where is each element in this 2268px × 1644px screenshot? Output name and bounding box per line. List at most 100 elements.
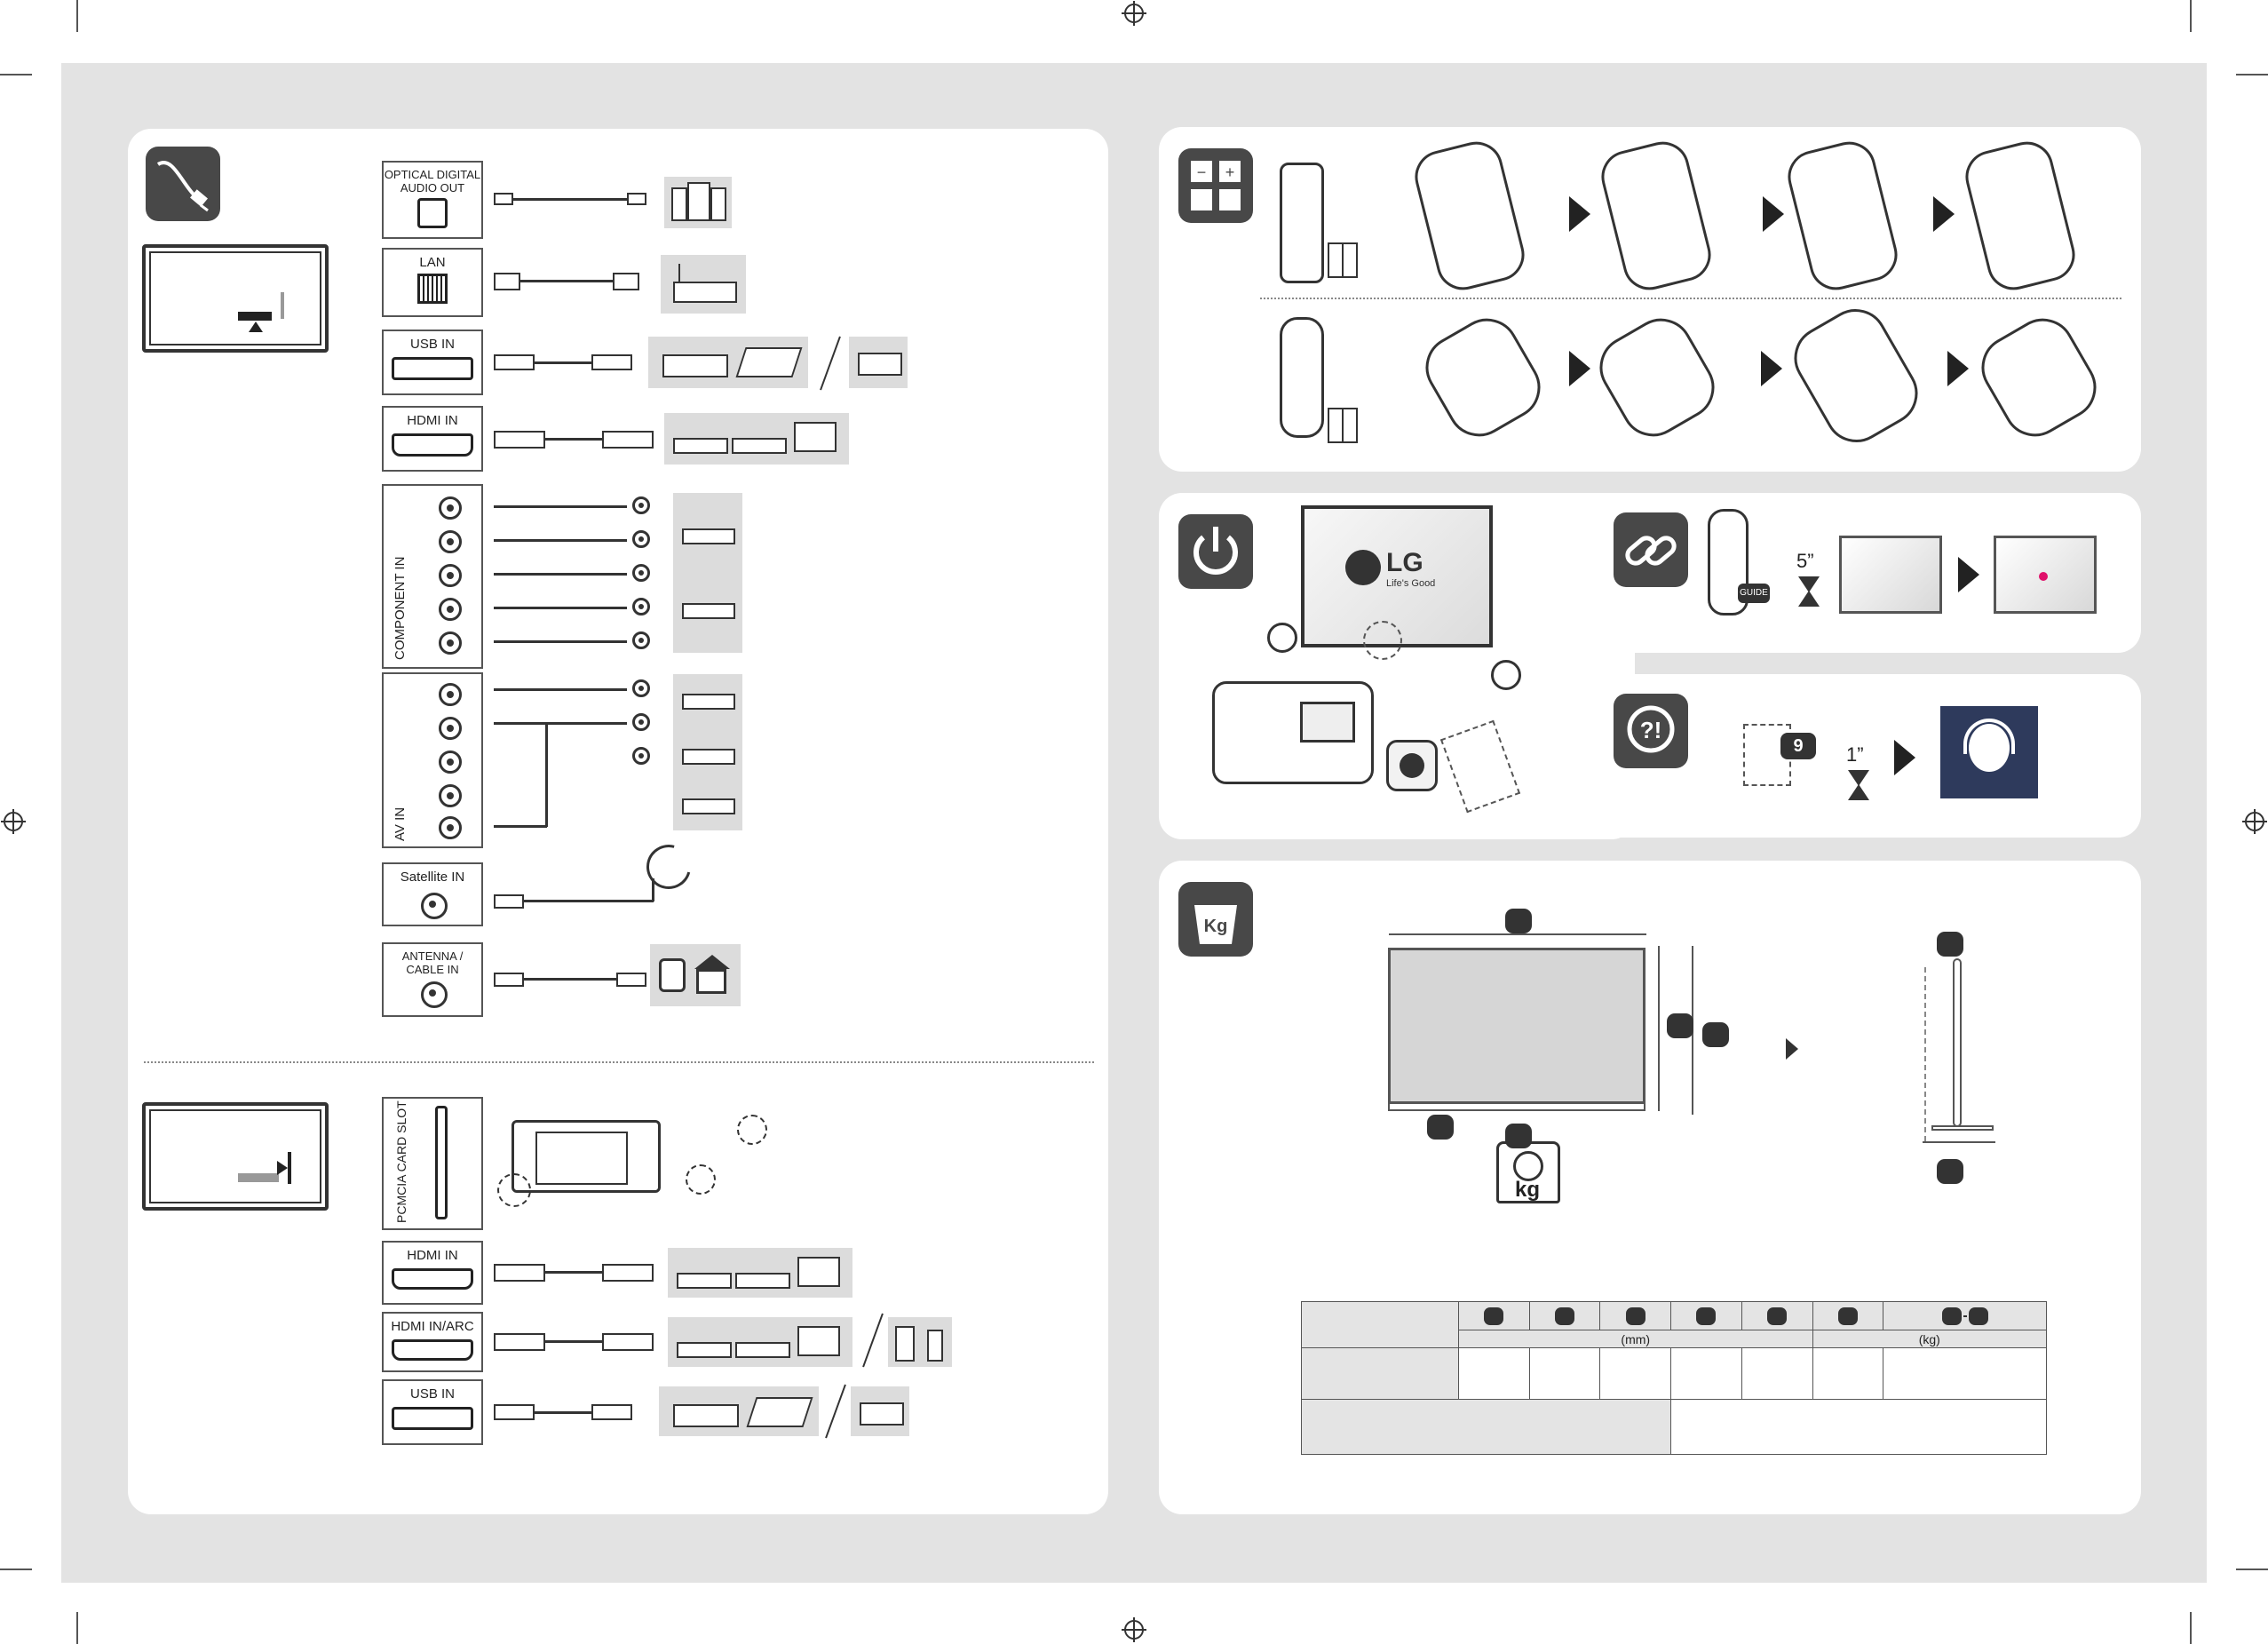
usb-storage-devices <box>648 337 808 388</box>
ethernet-plug-icon <box>613 273 639 290</box>
dvd-player-icon <box>732 438 787 454</box>
vcr-icon <box>682 749 735 765</box>
port-label: OPTICAL DIGITAL AUDIO OUT <box>384 168 481 195</box>
registration-mark-icon <box>1122 1 1146 26</box>
hdmi-cable <box>545 438 602 441</box>
rca-jack-icon <box>439 683 462 706</box>
crop-mark <box>76 1612 78 1644</box>
svg-text:Kg: Kg <box>1204 917 1228 936</box>
coax-plug-icon <box>494 973 524 987</box>
usb-plug-icon <box>494 1404 535 1420</box>
value-cell <box>1528 1347 1601 1400</box>
card-slot-icon <box>435 1106 448 1219</box>
port-label: USB IN <box>409 1386 455 1402</box>
magic-remote-open-step <box>1588 306 1726 449</box>
crop-mark <box>2236 1569 2268 1570</box>
rca-jack-icon <box>439 751 462 774</box>
usb-cable <box>535 1411 591 1414</box>
power-button-location <box>1363 621 1402 660</box>
section-divider <box>1260 298 2121 299</box>
component-cable <box>494 640 627 643</box>
component-cable <box>494 505 627 508</box>
tv-screen-paired-icon <box>1994 536 2097 614</box>
dimension-marker-c <box>1702 1022 1729 1047</box>
speaker-device <box>664 177 732 228</box>
marker-icon <box>1837 1306 1858 1325</box>
port-label: HDMI IN <box>407 1248 458 1263</box>
hdmi-plug-icon <box>602 1264 654 1282</box>
optical-cable <box>513 198 627 201</box>
coax-jack-icon <box>421 893 448 919</box>
height-dimension-line <box>1658 946 1660 1111</box>
hourglass-icon <box>1848 770 1869 786</box>
f-connector-icon <box>494 894 524 909</box>
svg-text:−: − <box>1197 163 1207 181</box>
rca-jack-icon <box>439 816 462 839</box>
battery-aa-icon <box>1342 242 1358 278</box>
hdd-icon <box>662 354 728 377</box>
set-top-box-icon <box>682 798 735 814</box>
table-header-blank <box>1301 1301 1459 1348</box>
table-header-cell <box>1812 1301 1884 1330</box>
weight-icon: Kg <box>1178 882 1253 957</box>
port-label: LAN <box>419 255 446 270</box>
crop-mark <box>2190 0 2192 32</box>
sound-bar-device <box>888 1317 952 1367</box>
hold-time-label: 1” <box>1846 743 1864 766</box>
registration-mark-icon <box>1 809 26 834</box>
router-device <box>661 255 746 314</box>
port-label: COMPONENT IN <box>393 556 408 660</box>
crop-mark <box>76 0 78 32</box>
value-cell <box>1741 1347 1813 1400</box>
usb-port-2: USB IN <box>382 1379 483 1445</box>
registration-mark-icon <box>2242 809 2267 834</box>
set-top-box-icon <box>677 1273 732 1289</box>
section-divider <box>144 1061 1094 1063</box>
marker-icon <box>1767 1306 1788 1325</box>
remote-back-step <box>1409 136 1530 296</box>
dimension-marker-g <box>1937 1159 1963 1184</box>
remote-power-button-icon <box>1386 740 1438 791</box>
hdmi-port-1: HDMI IN <box>382 406 483 472</box>
port-label: HDMI IN <box>407 413 458 428</box>
port-location-marker <box>238 1173 279 1182</box>
dimensions-table: (mm) (kg) <box>1300 1301 2048 1455</box>
crop-mark <box>0 1569 32 1570</box>
tv-rear-diagram <box>142 244 329 353</box>
remote-insert-battery-step <box>1782 136 1903 296</box>
usb-plug-icon <box>591 1404 632 1420</box>
table-header-cell <box>1741 1301 1813 1330</box>
av-cable <box>494 688 627 691</box>
pointer-icon <box>2039 572 2048 581</box>
pcmcia-slot: PCMCIA CARD SLOT <box>382 1097 483 1230</box>
card-orientation-icon <box>686 1164 716 1195</box>
usb-plug-icon <box>494 354 535 370</box>
table-header-cell <box>1599 1301 1672 1330</box>
brand-tagline: Life's Good <box>1386 578 1436 589</box>
tv-front-icon: LG Life's Good <box>1301 505 1493 647</box>
rca-jack-icon <box>439 564 462 587</box>
ethernet-plug-icon <box>494 273 520 290</box>
port-label: USB IN <box>409 337 455 352</box>
value-cell <box>1458 1347 1530 1400</box>
rca-jack-icon <box>439 717 462 740</box>
dvd-player-icon <box>735 1342 790 1358</box>
rca-jack-icon <box>439 631 462 655</box>
av-cable <box>494 722 627 725</box>
usb-storage-devices <box>659 1386 819 1436</box>
ethernet-jack-icon <box>417 274 448 304</box>
remote-hand-icon <box>1439 719 1521 814</box>
unit-mm-label: (mm) <box>1458 1330 1813 1348</box>
next-step-arrow-icon <box>1933 196 1955 232</box>
press-power-button-icon <box>1212 681 1374 784</box>
hold-time-label: 5” <box>1796 550 1814 572</box>
hdmi-jack-icon <box>392 1339 473 1361</box>
av-source-devices <box>673 674 742 830</box>
antenna-in-port: ANTENNA / CABLE IN <box>382 942 483 1017</box>
set-top-box-icon <box>677 1342 732 1358</box>
rca-jack-icon <box>632 631 650 649</box>
rca-jack-icon <box>439 530 462 553</box>
usb-flash-icon <box>860 1402 904 1426</box>
optical-plug-icon <box>627 193 646 205</box>
port-label: ANTENNA / CABLE IN <box>401 949 464 976</box>
